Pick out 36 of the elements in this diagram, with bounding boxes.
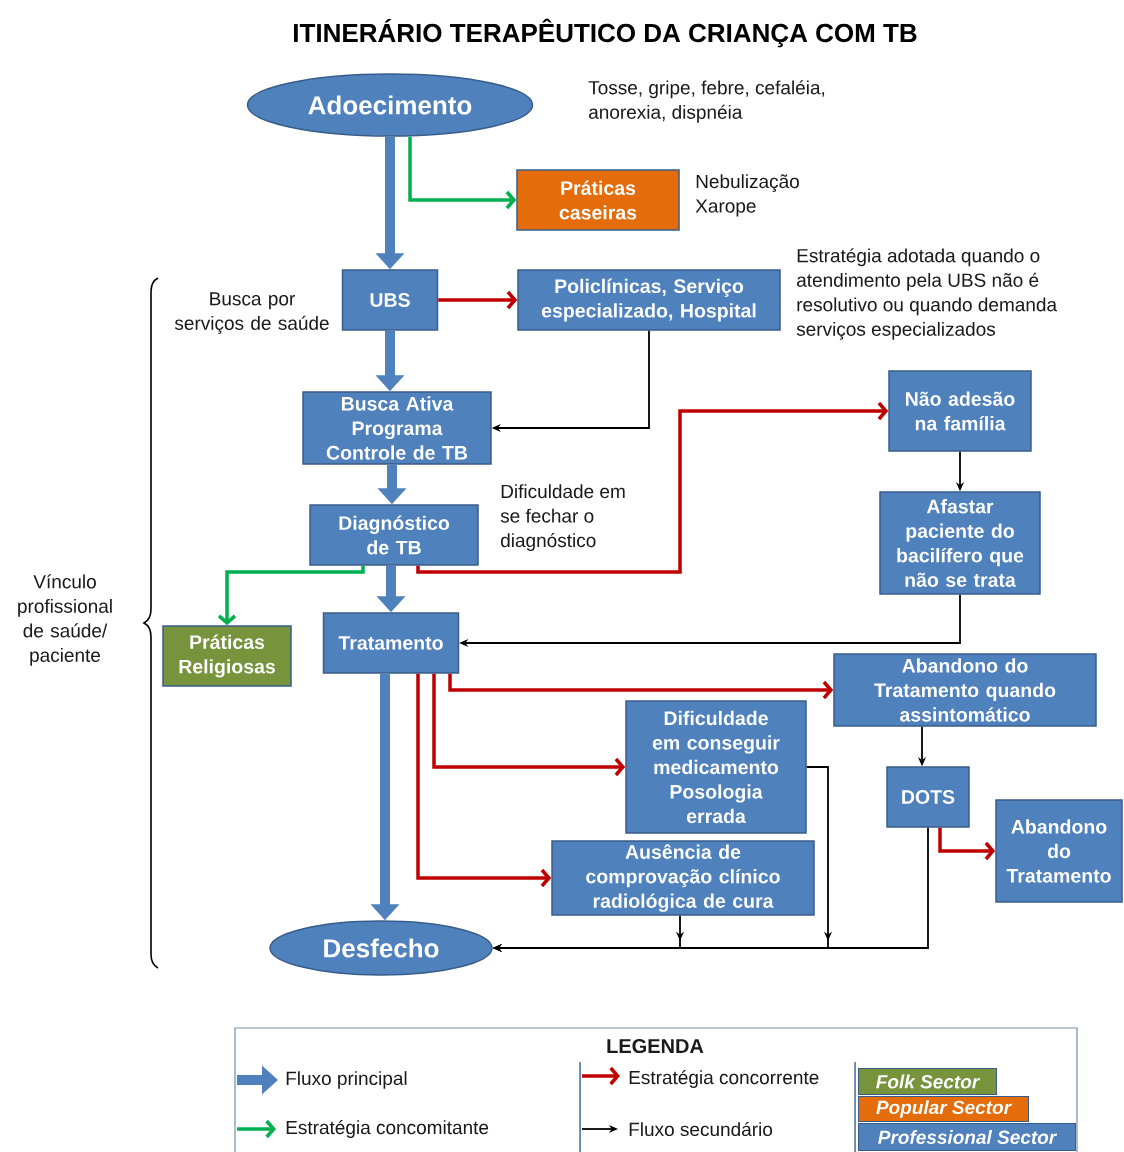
legend-text: Estratégia concorrente (629, 1070, 819, 1088)
process-box: DOTS (886, 766, 970, 828)
arrow (448, 673, 834, 700)
ellipse-node: Desfecho (269, 920, 493, 976)
process-box: Policlínicas, Serviço especializado, Hospital (517, 269, 781, 331)
arrow (438, 290, 518, 310)
legend-title: LEGENDA (607, 1038, 704, 1054)
legend-text: Fluxo secundário (629, 1121, 773, 1137)
process-box: Diagnóstico de TB (309, 504, 479, 566)
arrow (416, 673, 552, 888)
process-box: Dificuldade em conseguir medicamento Posologia errada (625, 700, 807, 834)
note-text: Estratégia adotada quando o atendimento pela UBS não é resolutivo ou quando demanda serviços especializados (796, 248, 1058, 340)
arrow (217, 565, 365, 626)
process-box: Tratamento (322, 612, 460, 674)
note-text: Busca por serviços de saúde (174, 292, 329, 334)
arrow (432, 673, 626, 777)
legend-text: Fluxo principal (286, 1071, 407, 1089)
ellipse-node: Adoecimento (246, 73, 534, 137)
arrow (416, 401, 889, 574)
side-label: Vínculo profissional de saúde/ paciente (18, 574, 112, 666)
process-box: Abandono do Tratamento quando assintomático (833, 653, 1097, 727)
note-text: Nebulização Xarope (695, 174, 799, 217)
legend-text: Estratégia concomitante (286, 1120, 489, 1138)
process-box: Busca Ativa Programa Controle de TB (302, 391, 492, 465)
process-box: Ausência de comprovação clínico radiológica de cura (551, 840, 815, 916)
process-box: Práticas caseiras (516, 169, 680, 231)
process-box: Afastar paciente do bacilífero que não se trata (879, 491, 1041, 595)
arrow (938, 827, 996, 861)
process-box: Abandono do Tratamento (995, 799, 1123, 903)
title: ITINERÁRIO TERAPÊUTICO DA CRIANÇA COM TB (294, 18, 917, 48)
process-box: Não adesão na família (888, 370, 1032, 452)
arrow (408, 136, 517, 210)
process-box: UBS (341, 269, 439, 331)
note-text: Dificuldade em se fechar o diagnóstico (500, 484, 625, 551)
process-box: Práticas Religiosas (162, 625, 292, 687)
note-text: Tosse, gripe, febre, cefaléia, anorexia, dispnéia (588, 80, 825, 123)
